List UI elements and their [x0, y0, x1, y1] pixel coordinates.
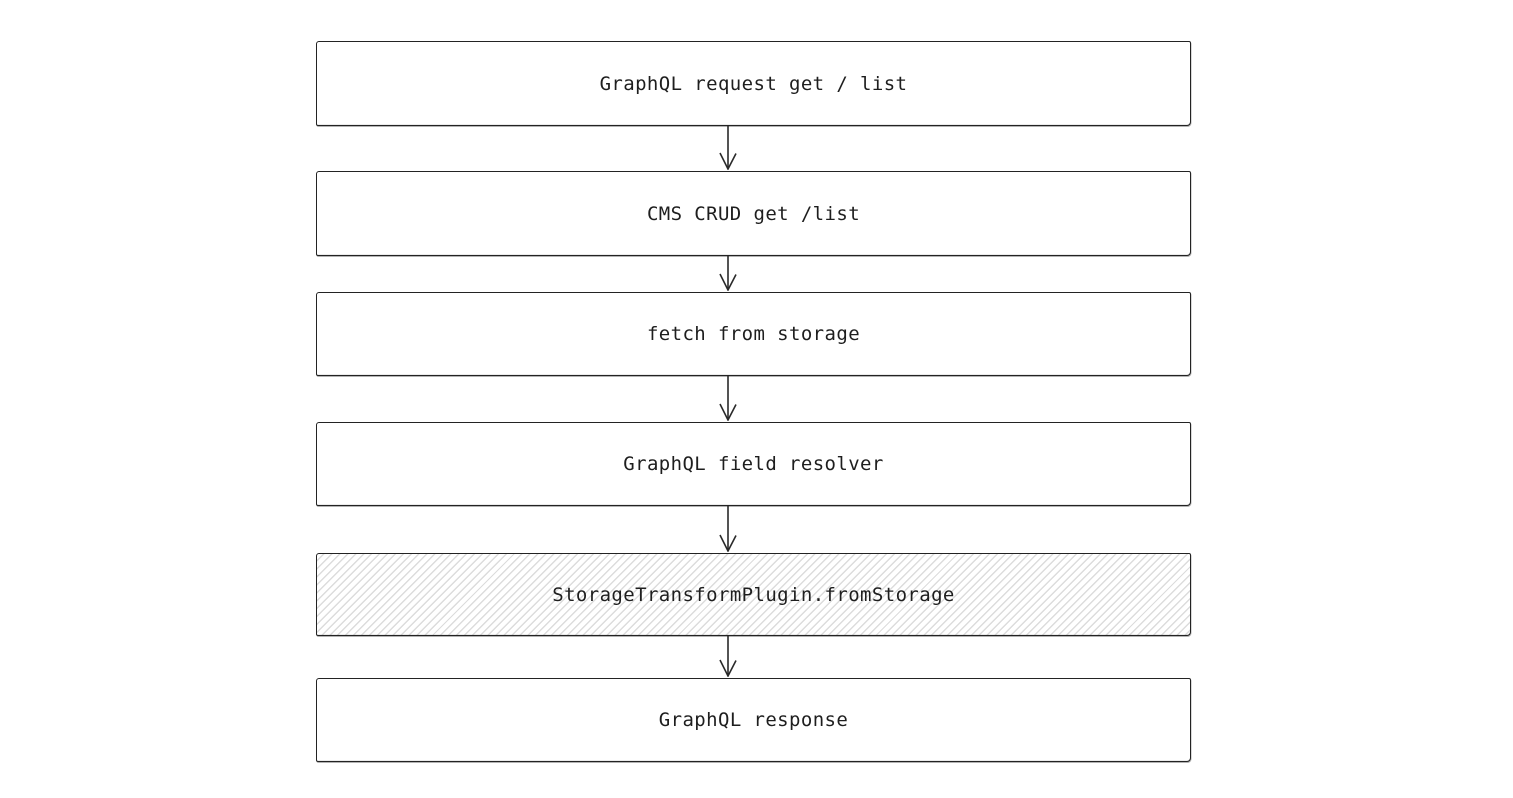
arrow-down-icon: [719, 636, 737, 677]
flow-connector-5[interactable]: [716, 636, 740, 677]
flow-connector-4[interactable]: [716, 506, 740, 552]
arrow-down-icon: [719, 376, 737, 421]
flow-node-label: GraphQL field resolver: [623, 453, 884, 475]
flow-node-graphql-response[interactable]: GraphQL response: [316, 678, 1191, 762]
flow-node-label: CMS CRUD get /list: [646, 202, 861, 225]
flow-node-storage-transform-plugin[interactable]: StorageTransformPlugin.fromStorage: [316, 553, 1191, 636]
flow-node-graphql-request[interactable]: GraphQL request get / list: [316, 41, 1191, 126]
flow-node-label: GraphQL response: [658, 709, 849, 731]
flow-connector-3[interactable]: [716, 376, 740, 421]
flow-connector-1[interactable]: [716, 126, 740, 170]
flow-connector-2[interactable]: [716, 256, 740, 291]
flow-node-cms-crud[interactable]: CMS CRUD get /list: [316, 171, 1191, 256]
flow-node-label: fetch from storage: [646, 323, 861, 345]
flow-node-label: GraphQL request get / list: [599, 72, 908, 95]
arrow-down-icon: [719, 256, 737, 291]
flow-node-label: StorageTransformPlugin.fromStorage: [552, 583, 955, 606]
flow-node-fetch-from-storage[interactable]: fetch from storage: [316, 292, 1191, 376]
arrow-down-icon: [719, 506, 737, 552]
flow-node-graphql-field-resolver[interactable]: GraphQL field resolver: [316, 422, 1191, 506]
arrow-down-icon: [719, 126, 737, 170]
